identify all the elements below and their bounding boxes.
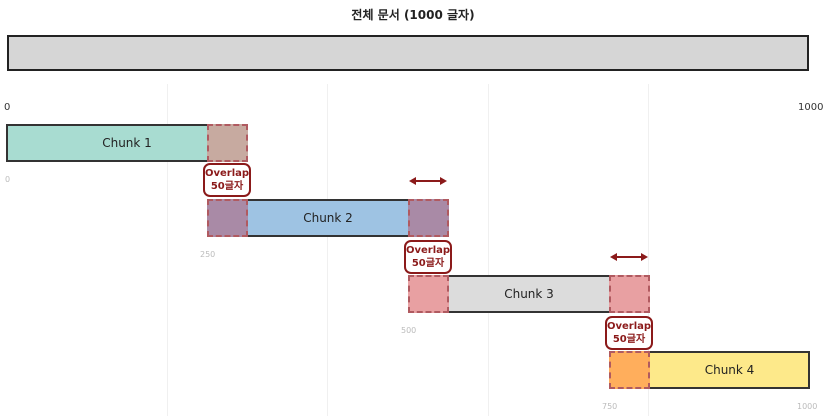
overlap-region-2a xyxy=(408,199,449,237)
chunk-1-start-label: 0 xyxy=(5,175,11,184)
overlap-region-2b xyxy=(408,275,449,313)
overlap-badge-1: Overlap 50글자 xyxy=(203,163,251,197)
overlap-region-1b xyxy=(207,199,248,237)
grid-line xyxy=(167,84,168,416)
overlap-badge-1-line1: Overlap xyxy=(204,168,250,179)
chunk-3-start-label: 500 xyxy=(401,326,417,335)
overlap-badge-3-line2: 50글자 xyxy=(612,334,646,345)
axis-start-label: 0 xyxy=(4,102,11,113)
full-document-bar xyxy=(7,35,809,71)
grid-line xyxy=(488,84,489,416)
chunk-3-label: Chunk 3 xyxy=(504,287,554,301)
double-arrow-icon xyxy=(610,253,648,261)
overlap-region-1a xyxy=(207,124,248,162)
grid-line xyxy=(648,84,649,416)
chunk-4-label: Chunk 4 xyxy=(704,363,755,377)
chunk-4-end-label: 1000 xyxy=(797,402,818,411)
overlap-region-3b xyxy=(609,351,650,389)
overlap-region-3a xyxy=(609,275,650,313)
diagram-title: 전체 문서 (1000 글자) xyxy=(351,8,475,22)
overlap-badge-1-line2: 50글자 xyxy=(210,181,244,192)
chunk-4-start-label: 750 xyxy=(602,402,618,411)
chunk-2-label: Chunk 2 xyxy=(303,211,353,225)
overlap-badge-2-line2: 50글자 xyxy=(411,258,445,269)
axis-end-label: 1000 xyxy=(798,102,824,113)
overlap-badge-3: Overlap 50글자 xyxy=(605,316,653,350)
grid-line xyxy=(327,84,328,416)
chunk-2-start-label: 250 xyxy=(200,250,216,259)
chunk-1-label: Chunk 1 xyxy=(102,136,152,150)
overlap-badge-2-line1: Overlap xyxy=(405,245,451,256)
overlap-badge-2: Overlap 50글자 xyxy=(404,240,452,274)
double-arrow-icon xyxy=(409,177,447,185)
overlap-badge-3-line1: Overlap xyxy=(606,321,652,332)
